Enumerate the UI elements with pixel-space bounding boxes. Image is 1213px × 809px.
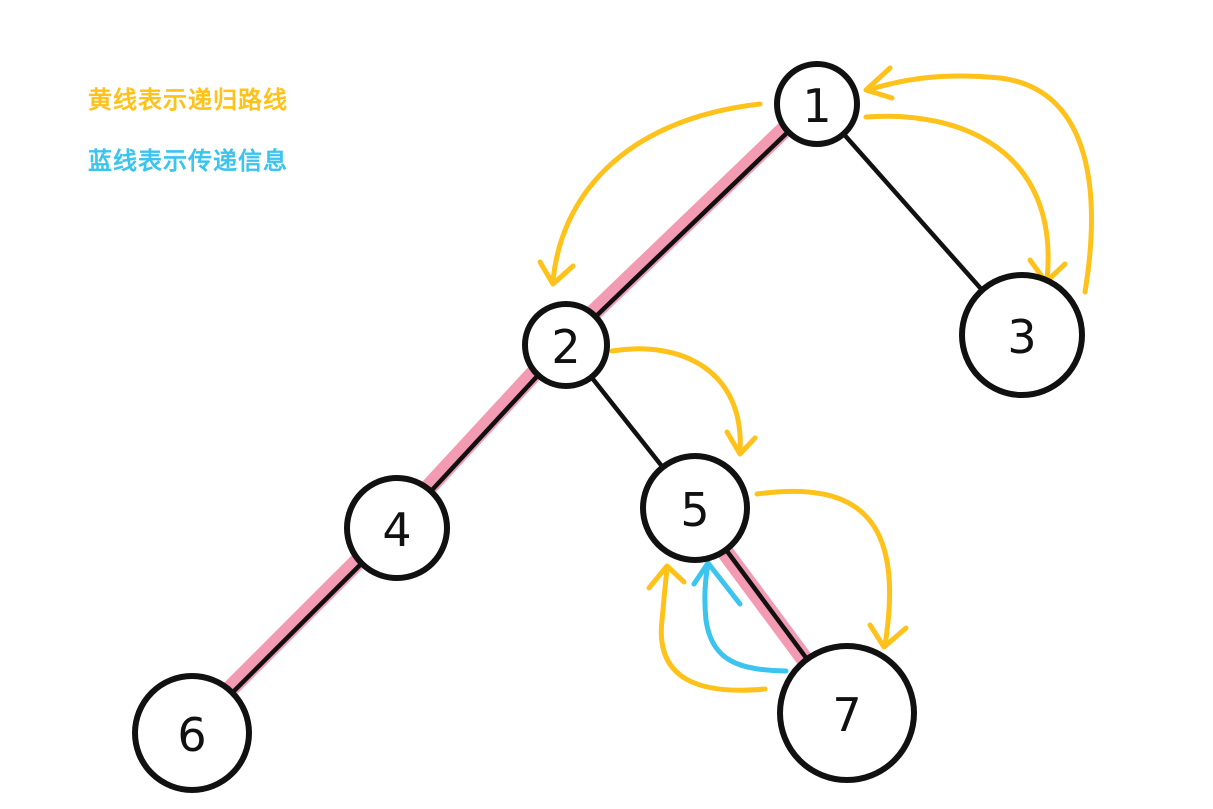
tree-node-3: 3 — [959, 272, 1085, 398]
recursion-arrow-line — [609, 346, 743, 455]
recursion-arrow-1-3 — [863, 113, 1068, 285]
node-label: 4 — [382, 503, 411, 557]
node-label: 6 — [177, 708, 206, 762]
recursion-arrow-head — [867, 622, 909, 650]
tree-node-5: 5 — [640, 453, 750, 563]
recursion-arrow-5-7 — [754, 488, 909, 650]
node-circle — [774, 61, 860, 147]
recursion-arrow-line — [754, 488, 893, 648]
highlight-layer — [219, 121, 812, 700]
tree-node-1: 1 — [774, 61, 860, 147]
highlight-edge-1-2 — [583, 121, 793, 324]
legend-info-text: 蓝线表示传递信息 — [88, 147, 288, 175]
node-label: 7 — [832, 688, 861, 742]
recursion-arrow-7-5 — [646, 563, 768, 693]
node-layer: 1 2 3 4 5 6 7 — [132, 61, 1085, 793]
recursion-arrow-line — [658, 567, 768, 693]
edge-2-5 — [589, 374, 665, 470]
node-label: 5 — [680, 483, 709, 537]
tree-node-7: 7 — [777, 643, 917, 783]
edge-2-4 — [428, 372, 541, 494]
recursion-arrow-line — [550, 101, 763, 285]
highlight-edge-2-4 — [418, 364, 543, 498]
node-label: 1 — [802, 79, 831, 133]
recursion-arrow-3-1 — [863, 65, 1094, 295]
recursion-arrow-head — [863, 65, 895, 101]
recursion-arrow-head — [537, 259, 576, 287]
highlight-edge-4-6 — [219, 552, 367, 700]
edge-4-6 — [230, 561, 364, 695]
node-circle — [132, 673, 252, 793]
node-circle — [344, 475, 450, 581]
info-arrow-line — [702, 562, 789, 674]
edge-5-7 — [723, 547, 810, 662]
info-arrow-head — [691, 560, 743, 607]
node-label: 2 — [551, 320, 580, 374]
edge-1-2 — [593, 129, 791, 319]
node-circle — [777, 643, 917, 783]
node-circle — [522, 301, 610, 389]
tree-node-2: 2 — [522, 301, 610, 389]
node-circle — [959, 272, 1085, 398]
recursion-arrow-head — [724, 429, 758, 457]
node-circle — [640, 453, 750, 563]
recursion-arrow-1-2 — [537, 101, 763, 287]
node-label: 3 — [1007, 310, 1036, 364]
recursion-arrow-2-5 — [609, 346, 758, 457]
recursion-arrow-line — [865, 73, 1094, 295]
recursion-arrow-line — [863, 113, 1051, 283]
recursion-arrow-head — [646, 563, 687, 591]
info-arrow-7-5 — [691, 560, 789, 674]
edge-layer — [230, 129, 985, 695]
tree-node-6: 6 — [132, 673, 252, 793]
edge-1-3 — [841, 131, 985, 293]
legend-recursion-text: 黄线表示递归路线 — [88, 86, 288, 114]
tree-node-4: 4 — [344, 475, 450, 581]
